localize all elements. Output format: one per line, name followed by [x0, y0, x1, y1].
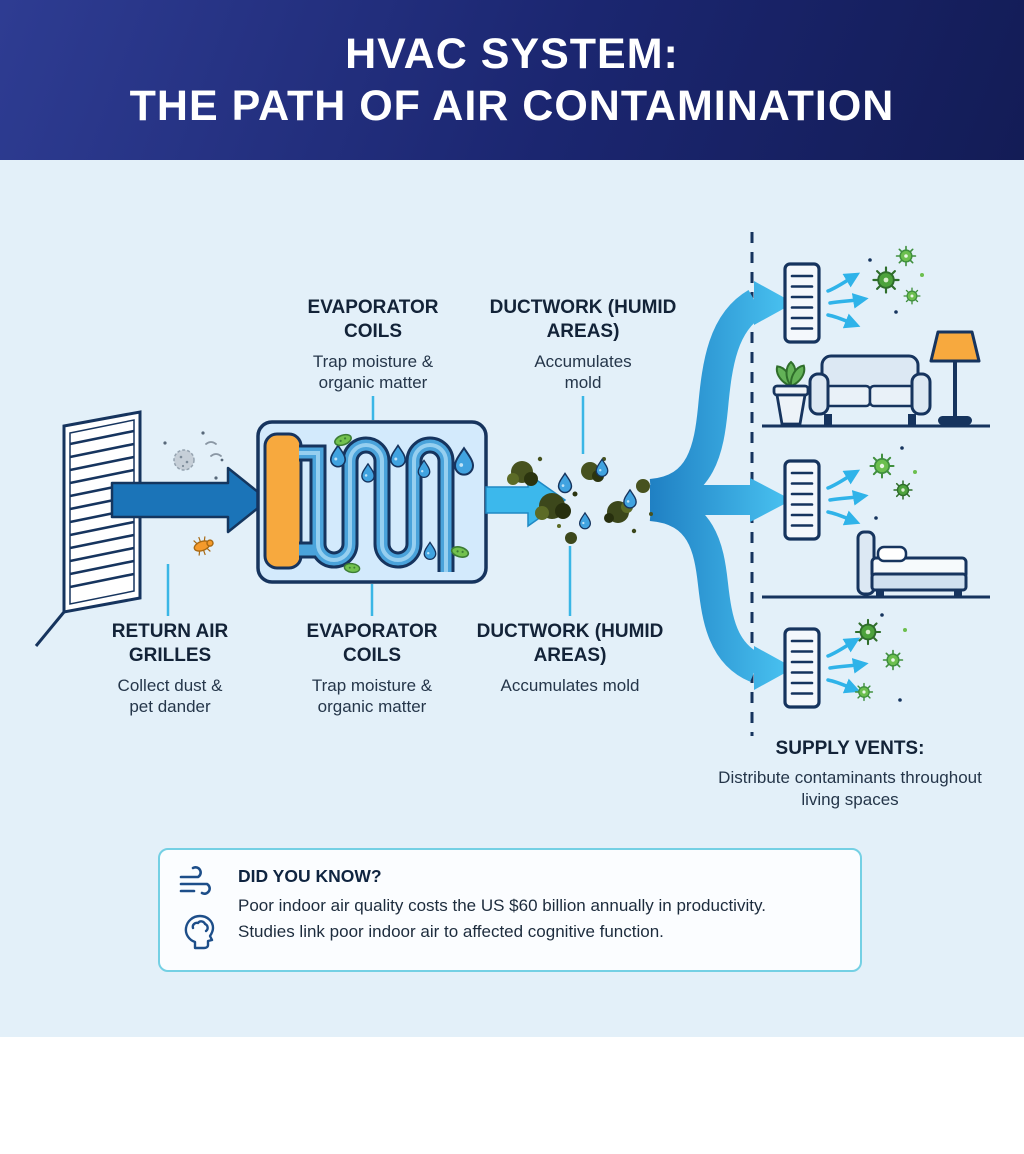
plant-icon — [772, 360, 810, 426]
label-title: DUCTWORK (HUMID AREAS) — [476, 621, 664, 667]
label-desc: Trap moisture & organic matter — [311, 675, 433, 717]
dust-particles-icon — [163, 431, 224, 508]
label-desc: Collect dust & pet dander — [117, 675, 223, 717]
dust-mite-icon — [193, 536, 214, 556]
did-you-know-title: DID YOU KNOW? — [238, 866, 382, 886]
lamp-icon — [929, 330, 981, 425]
vent-airflow-arrows-middle — [828, 472, 864, 522]
branch-airflow-arrows — [648, 281, 794, 690]
label-evaporator-coils-bottom: EVAPORATOR COILS Trap moisture & organic… — [282, 620, 462, 718]
label-title: DUCTWORK (HUMID AREAS) — [489, 297, 677, 343]
did-you-know-text: DID YOU KNOW? Poor indoor air quality co… — [238, 850, 766, 970]
label-connector-lines — [166, 396, 585, 616]
label-return-air-grilles: RETURN AIR GRILLES Collect dust & pet da… — [80, 620, 260, 718]
label-ductwork-top: DUCTWORK (HUMID AREAS) Accumulates mold — [483, 296, 683, 394]
return-air-grille-icon — [34, 410, 142, 647]
label-supply-vents: SUPPLY VENTS: Distribute contaminants th… — [716, 737, 984, 811]
supply-vent-icon-top — [783, 262, 821, 344]
evaporator-unit-icon — [256, 420, 488, 584]
vent-airflow-arrows-top — [828, 275, 864, 325]
label-title: RETURN AIR GRILLES — [111, 621, 229, 667]
mold-cluster-icon — [507, 456, 653, 544]
label-desc: Distribute contaminants throughout livin… — [718, 768, 982, 810]
supply-vent-icon-bottom — [783, 627, 821, 709]
label-evaporator-coils-top: EVAPORATOR COILS Trap moisture & organic… — [283, 296, 463, 394]
label-desc: Accumulates mold — [534, 351, 632, 393]
label-desc: Trap moisture & organic matter — [312, 351, 434, 393]
vent-airflow-arrows-bottom — [828, 640, 864, 690]
contaminant-particles — [854, 245, 924, 702]
couch-icon — [808, 354, 932, 425]
supply-vent-icon-middle — [783, 459, 821, 541]
did-you-know-icons — [160, 850, 238, 970]
page-title-line2: THE PATH OF AIR CONTAMINATION — [129, 82, 895, 130]
label-title: EVAPORATOR COILS — [306, 621, 438, 667]
hvac-diagram — [34, 232, 990, 736]
intake-arrow — [110, 466, 270, 534]
label-desc: Accumulates mold — [500, 675, 640, 695]
label-title: SUPPLY VENTS: — [775, 738, 925, 759]
label-ductwork-bottom: DUCTWORK (HUMID AREAS) Accumulates mold — [455, 620, 685, 696]
wind-icon — [179, 866, 211, 895]
brain-head-icon — [184, 914, 215, 950]
page-title-line1: HVAC SYSTEM: — [345, 29, 679, 78]
label-title: EVAPORATOR COILS — [307, 297, 439, 343]
footer: National Air Duct USA nationalairductusa… — [0, 1037, 1024, 1154]
bed-icon — [856, 530, 968, 597]
did-you-know-line2: Studies link poor indoor air to affected… — [238, 922, 664, 942]
did-you-know-box: DID YOU KNOW? Poor indoor air quality co… — [158, 848, 862, 972]
header-banner: HVAC SYSTEM: THE PATH OF AIR CONTAMINATI… — [0, 0, 1024, 160]
did-you-know-line1: Poor indoor air quality costs the US $60… — [238, 896, 766, 915]
